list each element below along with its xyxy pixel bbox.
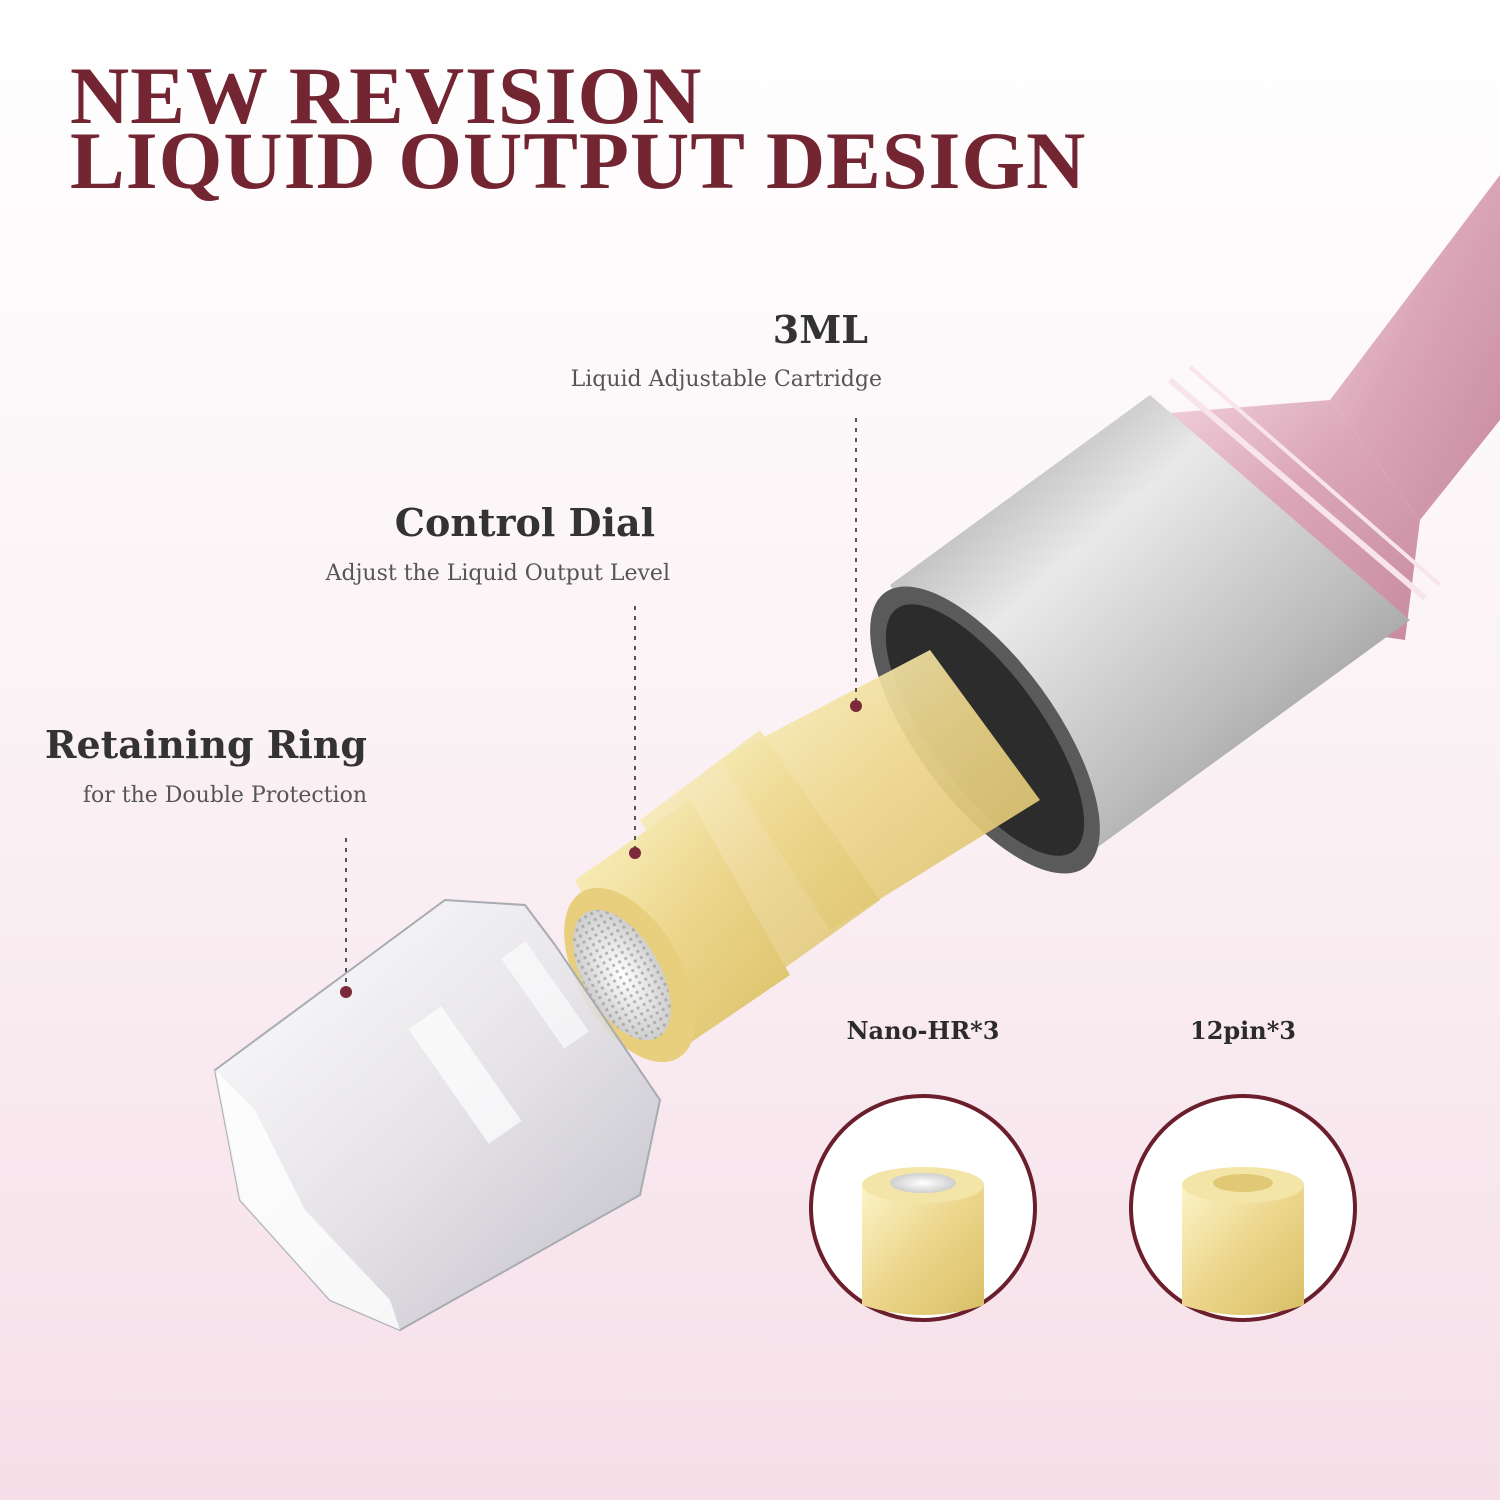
accessory-12pin <box>1129 1094 1357 1322</box>
cartridge <box>564 650 1040 1063</box>
headline-line-2: LIQUID OUTPUT DESIGN <box>70 115 1087 206</box>
headline-line-1: NEW REVISION <box>70 50 703 141</box>
dial-callout-subtitle: Adjust the Liquid Output Level <box>325 561 670 586</box>
ring-callout-title: Retaining Ring <box>44 722 367 767</box>
callout-leaders <box>340 418 862 998</box>
cartridge-callout-subtitle: Liquid Adjustable Cartridge <box>570 367 882 392</box>
dial-callout-title: Control Dial <box>394 500 655 545</box>
retaining-ring <box>213 898 662 1332</box>
cartridge-callout-title: 3ML <box>772 307 868 352</box>
accessory-12pin-label: 12pin*3 <box>1190 1016 1296 1045</box>
accessory-nano-hr <box>809 1094 1037 1322</box>
ring-callout-subtitle: for the Double Protection <box>82 783 367 808</box>
accessory-nano-hr-label: Nano-HR*3 <box>846 1016 1000 1045</box>
